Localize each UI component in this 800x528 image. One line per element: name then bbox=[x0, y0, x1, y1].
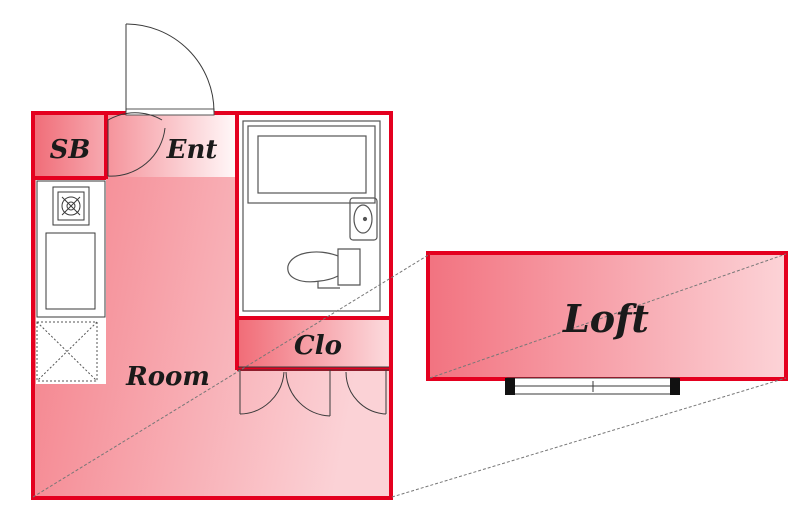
bath-enclosure bbox=[242, 120, 381, 312]
toilet-tank bbox=[337, 248, 361, 286]
bath-unit bbox=[242, 120, 381, 312]
bathtub-inner bbox=[257, 135, 367, 194]
closet-doors bbox=[238, 366, 389, 417]
entry-door bbox=[125, 23, 215, 116]
burner-icon bbox=[61, 196, 81, 216]
label-closet: Clo bbox=[294, 331, 342, 361]
label-entrance: Ent bbox=[166, 135, 218, 165]
label-sb: SB bbox=[50, 135, 91, 165]
entrance-area bbox=[107, 115, 235, 177]
sb-area bbox=[34, 115, 105, 177]
stove bbox=[52, 186, 90, 226]
projection-guides bbox=[32, 253, 787, 498]
kitchen-counter bbox=[36, 180, 106, 318]
washbasin bbox=[349, 197, 378, 241]
bathtub bbox=[247, 125, 376, 204]
kitchen-sink bbox=[45, 232, 96, 310]
label-loft: Loft bbox=[562, 296, 649, 341]
toilet-bowl bbox=[287, 251, 339, 283]
appliance-space bbox=[36, 321, 98, 382]
label-room: Room bbox=[125, 362, 210, 392]
closet-area bbox=[239, 320, 388, 368]
kitchen bbox=[36, 180, 106, 318]
entrance-inner-door bbox=[107, 112, 166, 177]
bath-area bbox=[238, 114, 390, 318]
